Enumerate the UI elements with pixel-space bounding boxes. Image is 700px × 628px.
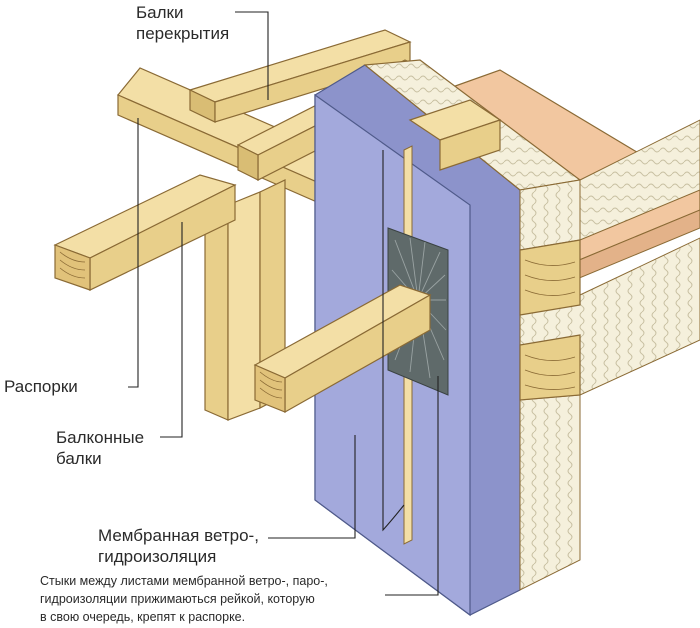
balcony-beam-front [253, 284, 432, 414]
rim-joist [519, 239, 581, 401]
label-balcony-beams-line-2: балки [56, 449, 102, 468]
label-floor-beams-line-1: Балки [136, 3, 184, 22]
leader-membrane [268, 435, 356, 539]
leader-note [385, 376, 439, 596]
note-line-1: Стыки между листами мембранной ветро-, п… [40, 574, 328, 588]
label-balcony-beams: Балконные балки [56, 427, 144, 469]
label-membrane: Мембранная ветро-, гидроизоляция [98, 525, 259, 567]
label-membrane-line-1: Мембранная ветро-, [98, 526, 259, 545]
label-membrane-line-2: гидроизоляция [98, 547, 217, 566]
label-braces: Распорки [4, 376, 78, 397]
label-balcony-beams-line-1: Балконные [56, 428, 145, 447]
leader-floor-beams [235, 11, 269, 100]
note-line-3: в свою очередь, крепят к распорке. [40, 610, 246, 624]
leader-batten [382, 150, 405, 532]
braces [204, 179, 286, 421]
wall-top-plate [408, 99, 502, 171]
label-floor-beams-line-2: перекрытия [136, 24, 230, 43]
label-braces-text: Распорки [4, 377, 78, 396]
leader-balcony-beams [160, 222, 183, 438]
note-joints: Стыки между листами мембранной ветро-, п… [40, 572, 328, 626]
leader-braces [128, 118, 139, 388]
leader-lines [128, 11, 439, 596]
balcony-beam-left [53, 174, 237, 291]
note-line-2: гидроизоляции прижимаються рейкой, котор… [40, 592, 315, 606]
label-floor-beams: Балки перекрытия [136, 2, 229, 44]
